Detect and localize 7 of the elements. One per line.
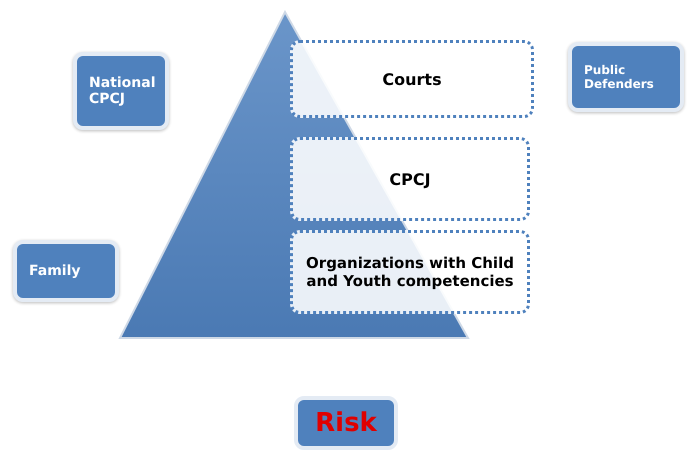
label-box: Risk [294, 396, 398, 450]
label-box: Public Defenders [568, 42, 684, 112]
label-box: Family [13, 240, 119, 302]
label-box: Organizations with Child and Youth competencies [290, 230, 530, 314]
label-box: CPCJ [290, 137, 530, 221]
label-box: Courts [290, 40, 534, 118]
label-box: National CPCJ [73, 52, 169, 130]
